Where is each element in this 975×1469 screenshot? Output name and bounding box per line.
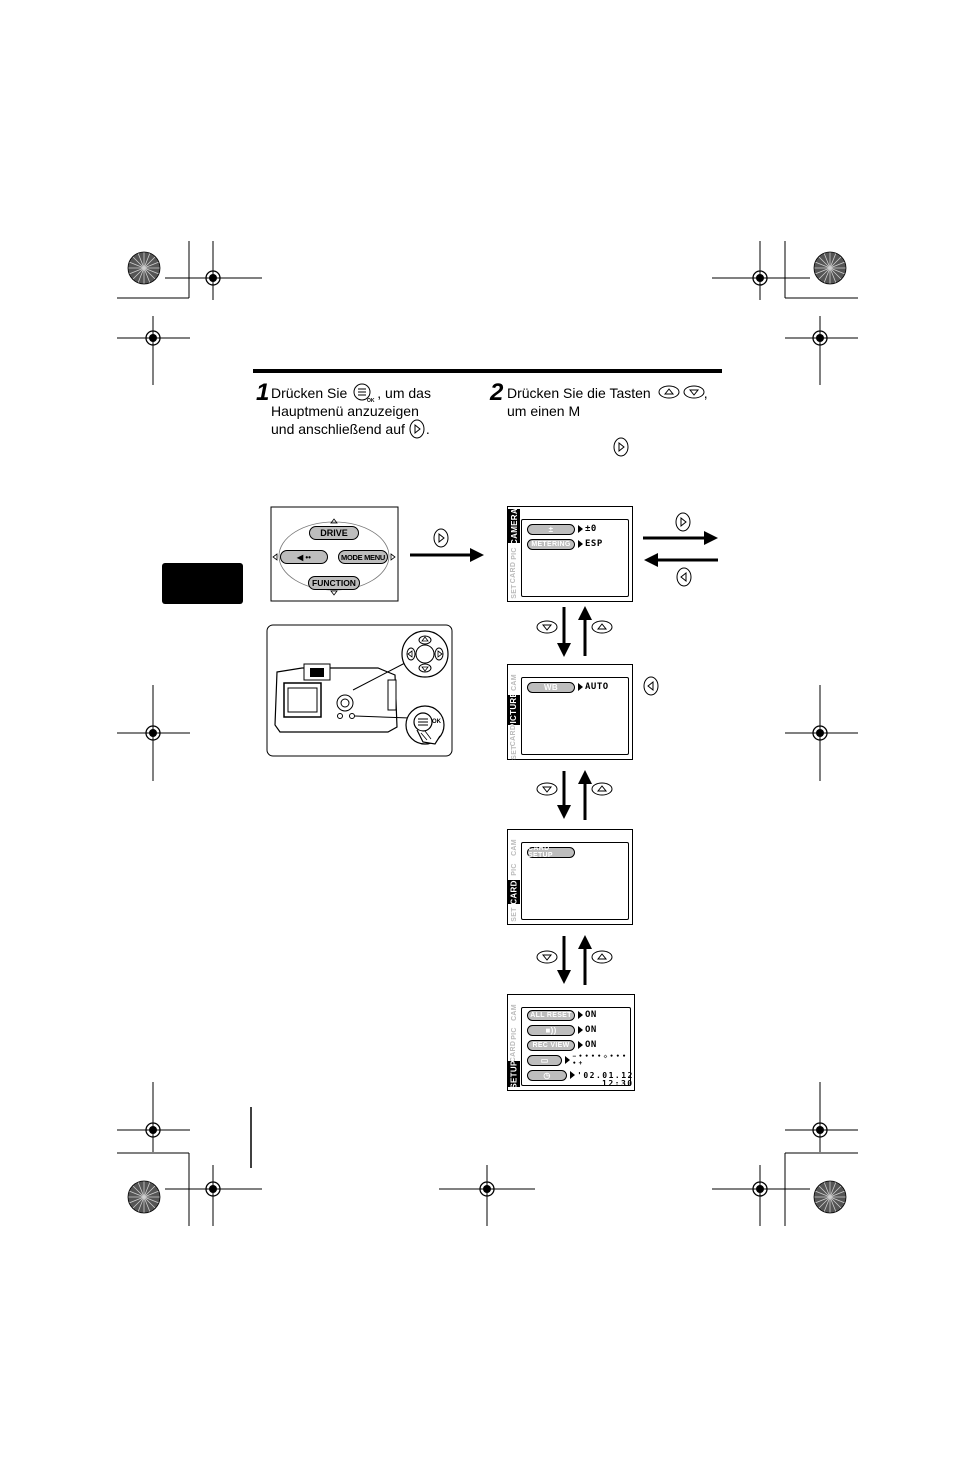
menu-row-brightness: ▭ − • • • • ◇ • • • • + <box>527 1053 630 1067</box>
picture-tab-screen: CAM PICTURE CARD SET WB AUTO <box>507 664 633 760</box>
menu-row-all-reset: ALL RESET ON <box>527 1009 597 1021</box>
tab-picture: PICTURE <box>508 691 520 729</box>
all-reset-label: ALL RESET <box>527 1009 575 1021</box>
step-1-text-b: , um das <box>377 385 431 401</box>
menu-panel: ± ±0 METERING ESP <box>521 519 629 597</box>
tab-strip: CAM PICTURE CARD SET <box>508 665 520 759</box>
wb-label: WB <box>527 681 575 693</box>
tab-pic: PIC <box>510 546 518 560</box>
menu-row-rec-view: REC VIEW ON <box>527 1039 597 1051</box>
step-2-text-end: , <box>703 385 708 401</box>
tab-pic: PIC <box>510 1026 518 1040</box>
step-1-number: 1 <box>256 379 270 406</box>
menu-panel: CARD SETUP <box>521 842 629 920</box>
crop-marks <box>117 241 858 1226</box>
menu-row-wb: WB AUTO <box>527 681 609 693</box>
tab-card: CARD <box>508 879 520 905</box>
tab-strip: CAMERA PIC CARD SET <box>508 507 520 601</box>
step-2-number: 2 <box>490 379 504 406</box>
exposure-menu-item: ◀ •• <box>280 550 328 564</box>
header-rule <box>253 369 722 373</box>
step-2-text-line2: um einen M <box>507 403 581 419</box>
registration-mark-icon <box>130 255 843 1212</box>
rec-view-label: REC VIEW <box>527 1039 575 1051</box>
time-value: 12:30 <box>602 1079 634 1088</box>
beep-value: ON <box>585 1025 597 1035</box>
tab-strip: CAM PIC CARD SETUP <box>508 995 520 1090</box>
wb-value: AUTO <box>585 682 609 692</box>
brightness-label: ▭ <box>527 1054 563 1066</box>
arrow-left-button-icon <box>643 676 659 696</box>
step-1-text-line3: und anschließend auf <box>271 421 405 437</box>
menu-row-clock: ◷ '02.01.12 <box>527 1069 634 1081</box>
clock-label: ◷ <box>527 1069 567 1081</box>
chapter-tab <box>162 563 243 604</box>
step-2-instructions: Drücken Sie die Tasten, um einen M <box>507 384 708 420</box>
tab-card: CARD <box>510 561 518 583</box>
rec-view-value: ON <box>585 1040 597 1050</box>
date-value: '02.01.12 <box>577 1070 634 1080</box>
card-setup-label: CARD SETUP <box>527 845 575 859</box>
menu-row-card-setup: CARD SETUP <box>527 845 575 859</box>
tab-camera: CAMERA <box>508 507 520 545</box>
ok-label: OK <box>432 719 442 725</box>
tab-strip: CAM PIC CARD SET <box>508 830 520 924</box>
arrow-right-button-icon <box>613 437 629 457</box>
step-1-text-end: . <box>425 421 430 437</box>
svg-text:OK: OK <box>367 398 375 404</box>
step-1-text-line2: Hauptmenü anzuzeigen <box>271 403 419 419</box>
tab-set: SET <box>510 583 518 599</box>
function-menu-item: FUNCTION <box>308 576 360 590</box>
menu-row-beep: ■)) ON <box>527 1024 597 1036</box>
menu-row-metering: METERING ESP <box>527 538 603 550</box>
exposure-value: ±0 <box>585 524 597 534</box>
camera-tab-screen: CAMERA PIC CARD SET ± ±0 METERING ESP <box>507 506 633 602</box>
step-1-instructions: Drücken Sie , um das Hauptmenü anzuzeigen… <box>271 384 431 438</box>
setup-tab-screen: CAM PIC CARD SETUP ALL RESET ON ■)) ON R… <box>507 994 635 1091</box>
arrow-right-button-icon <box>433 528 449 548</box>
tab-set: SET <box>510 906 518 922</box>
mode-menu-item: MODE MENU <box>338 550 388 564</box>
tab-card: CARD <box>510 1040 518 1062</box>
tab-set: SET <box>510 744 518 760</box>
tab-pic: PIC <box>510 862 518 876</box>
tab-cam: CAM <box>510 838 518 856</box>
drive-menu-item: DRIVE <box>309 526 359 540</box>
metering-label: METERING <box>527 538 575 550</box>
screen-navigation-arrows <box>536 606 613 985</box>
metering-value: ESP <box>585 539 603 549</box>
color-target-icon <box>127 251 847 1214</box>
tab-cam: CAM <box>510 1003 518 1021</box>
tab-setup: SETUP <box>508 1059 520 1089</box>
arrow-right-button-icon <box>675 512 691 532</box>
menu-panel: WB AUTO <box>521 677 629 755</box>
menu-row-exposure: ± ±0 <box>527 523 597 535</box>
exposure-compensation-label: ± <box>527 523 575 535</box>
menu-ok-button-icon: OK <box>353 383 375 404</box>
menu-panel: ALL RESET ON ■)) ON REC VIEW ON ▭ − • • … <box>521 1007 634 1088</box>
tab-card: CARD <box>510 724 518 746</box>
camera-illustration: OK <box>266 624 453 757</box>
tab-cam: CAM <box>510 673 518 691</box>
card-tab-screen: CAM PIC CARD SET CARD SETUP <box>507 829 633 925</box>
all-reset-value: ON <box>585 1010 597 1020</box>
step-2-text-a: Drücken Sie die Tasten <box>507 385 651 401</box>
brightness-value: − • • • • ◇ • • • • + <box>572 1053 626 1067</box>
step-1-text-a: Drücken Sie <box>271 385 348 401</box>
beep-label: ■)) <box>527 1024 575 1036</box>
arrow-left-button-icon <box>676 567 692 587</box>
